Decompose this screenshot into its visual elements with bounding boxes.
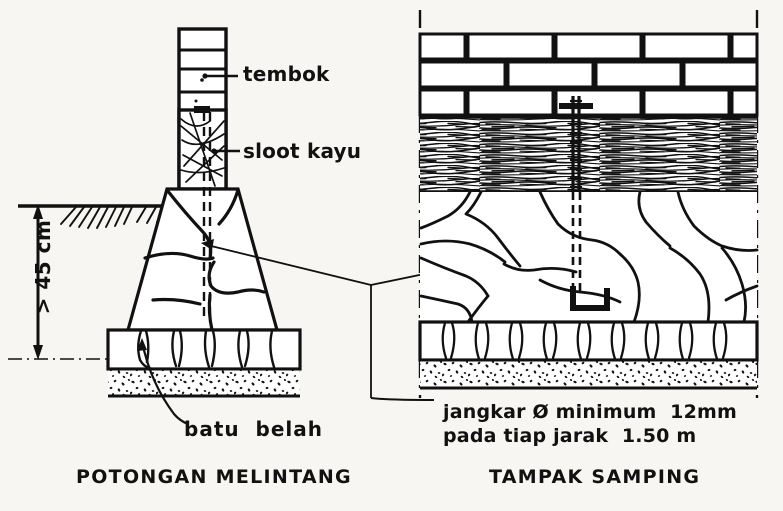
pasir-urug-bed	[108, 367, 300, 398]
left-panel-cross-section	[8, 27, 580, 426]
label-batu-belah: batu belah	[184, 417, 324, 441]
label-tembok: tembok	[243, 62, 330, 86]
pasangan-bata-wall	[418, 32, 759, 117]
jangkar-anchor-rod	[559, 96, 610, 311]
leader-batu-belah	[137, 338, 189, 426]
caption-right-panel: TAMPAK SAMPING	[489, 466, 701, 488]
depth-dimension-arrow	[8, 204, 120, 360]
pasir-urug-bed-right	[420, 358, 757, 390]
aanstamping-stone-course-right	[418, 320, 759, 362]
leader-tembok	[202, 73, 238, 79]
sloof-kayu-grain-band	[420, 115, 757, 194]
note-jangkar-line1: jangkar Ø minimum 12mm	[443, 401, 738, 423]
sloot-kayu-beam	[177, 106, 228, 191]
dimension-label-depth: > 45 cm	[31, 219, 55, 315]
note-jangkar-line2: pada tiap jarak 1.50 m	[443, 425, 697, 447]
right-panel-side-view	[418, 10, 759, 398]
aanstamping-stone-course	[106, 328, 302, 371]
pondasi-batu-belah-elevation	[419, 190, 759, 324]
label-sloot-kayu: sloot kayu	[243, 139, 362, 163]
leader-sloot-kayu	[211, 148, 240, 154]
caption-left-panel: POTONGAN MELINTANG	[76, 466, 352, 488]
jangkar-anchor-dashed-left	[202, 112, 212, 320]
